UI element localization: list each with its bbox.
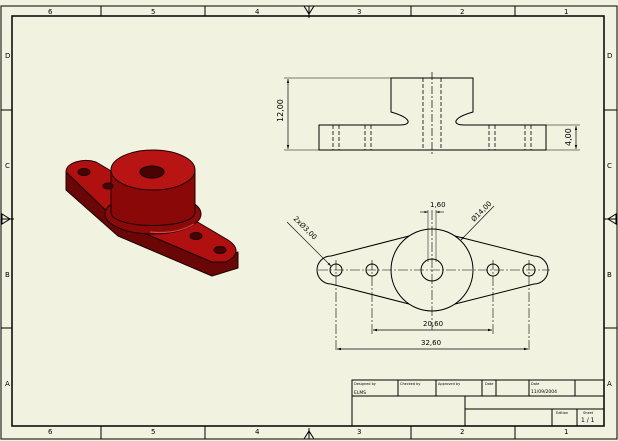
zone-label-top-4: 4	[255, 8, 260, 16]
approved-by-label: Approved by	[438, 382, 460, 386]
zone-label-right-d: D	[607, 52, 612, 60]
sheet-outer-border	[0, 5, 618, 440]
zone-label-right-a: A	[607, 380, 612, 388]
dim-text-outer-span: 32,60	[421, 339, 441, 347]
designed-by-label: Designed by	[354, 382, 376, 386]
date-label: Date	[485, 382, 493, 386]
dim-text-small-hole: 1,60	[430, 201, 446, 209]
sheet-value: 1 / 1	[581, 417, 595, 424]
zone-label-right-c: C	[607, 162, 612, 170]
centering-marks	[1, 5, 617, 440]
zone-ticks	[1, 6, 617, 439]
zone-label-left-d: D	[5, 52, 10, 60]
flange-hole-right-outer	[213, 246, 227, 254]
isometric-view	[65, 149, 239, 277]
front-view-outline	[318, 77, 547, 151]
title-block	[351, 379, 605, 427]
zone-label-left-a: A	[5, 380, 10, 388]
dim-text-height: 12,00	[276, 99, 285, 122]
top-view-outline	[316, 235, 549, 305]
zone-label-bottom-2: 2	[460, 428, 464, 436]
flange-hole-left-inner	[102, 182, 114, 190]
checked-by-label: Checked by	[400, 382, 420, 386]
zone-label-bottom-4: 4	[255, 428, 260, 436]
leader-boss-diameter	[460, 205, 495, 241]
top-view-centerlines	[318, 210, 550, 352]
sheet-inner-border	[11, 15, 605, 427]
designed-by-value: ELMS	[354, 390, 366, 396]
zone-label-top-6: 6	[48, 8, 53, 16]
top-view	[286, 205, 550, 352]
center-bore	[139, 165, 165, 179]
dim-text-inner-span: 20,60	[423, 320, 443, 328]
zone-label-top-5: 5	[151, 8, 155, 16]
front-view	[284, 72, 580, 156]
dim-text-thickness: 4,00	[564, 128, 573, 146]
zone-label-left-c: C	[5, 162, 10, 170]
fillet-highlight	[149, 223, 195, 234]
zone-label-bottom-3: 3	[357, 428, 361, 436]
date-value: 11/09/2004	[531, 389, 557, 395]
flange-hole-left-outer	[77, 168, 91, 176]
dim-text-outer-holes: 2xØ3,00	[292, 215, 319, 242]
zone-label-top-2: 2	[460, 8, 464, 16]
edition-label: Edition	[556, 411, 568, 415]
leader-outer-holes	[286, 221, 332, 267]
flange-hole-right-inner	[189, 232, 203, 240]
zone-label-top-1: 1	[564, 8, 568, 16]
zone-label-left-b: B	[5, 271, 10, 279]
zone-label-bottom-1: 1	[564, 428, 568, 436]
date2-label: Date	[531, 382, 539, 386]
zone-label-bottom-6: 6	[48, 428, 53, 436]
dim-text-boss-diameter: Ø14,00	[470, 200, 494, 224]
zone-label-top-3: 3	[357, 8, 361, 16]
zone-label-bottom-5: 5	[151, 428, 155, 436]
front-view-hidden-lines	[332, 78, 532, 150]
zone-label-right-b: B	[607, 271, 612, 279]
sheet-label: Sheet	[583, 411, 594, 415]
